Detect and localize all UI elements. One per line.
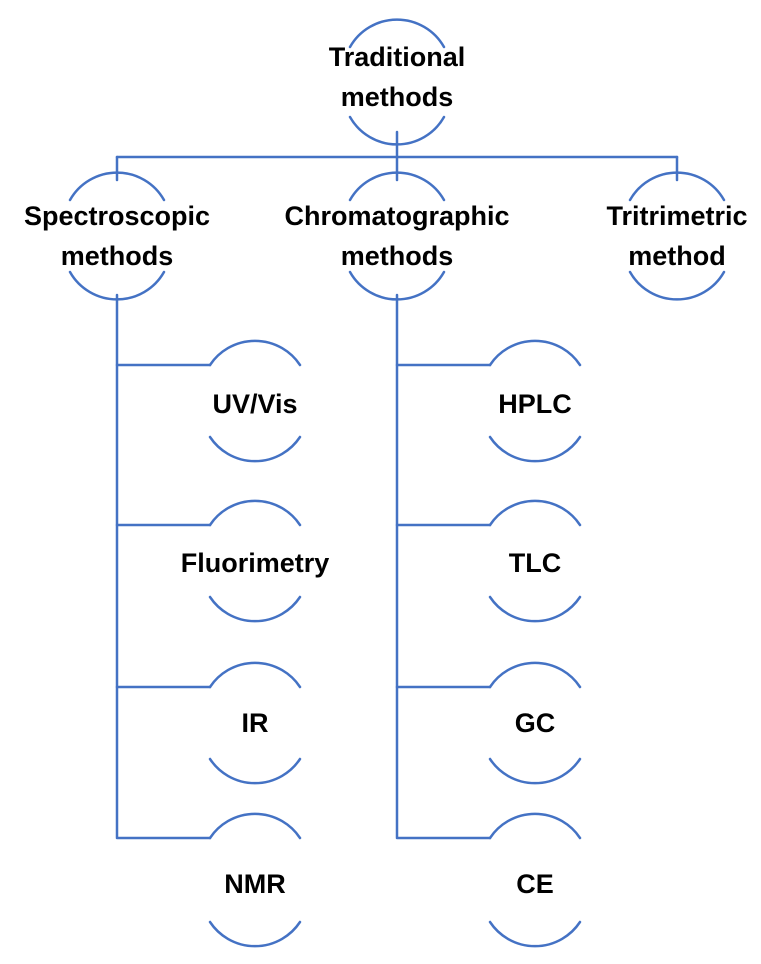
node-top-arc (348, 171, 446, 202)
node-nmr: NMR (208, 812, 302, 948)
node-label: IR (242, 708, 269, 738)
node-top-arc (208, 812, 302, 840)
node-label: methods (341, 82, 454, 112)
node-traditional-methods: Traditional methods (329, 18, 466, 146)
node-ce: CE (488, 812, 582, 948)
node-label: Traditional (329, 42, 466, 72)
node-bottom-arc (348, 270, 446, 301)
node-bottom-arc (488, 920, 582, 948)
node-bottom-arc (208, 757, 302, 785)
node-gc: GC (488, 661, 582, 785)
connectors (115, 130, 679, 840)
node-top-arc (208, 499, 302, 527)
spectroscopic-spine (115, 293, 212, 840)
node-titrimetric-method: Tritrimetric method (606, 171, 748, 301)
node-bottom-arc (208, 920, 302, 948)
node-bottom-arc (208, 595, 302, 623)
node-ir: IR (208, 661, 302, 785)
node-top-arc (488, 661, 582, 689)
node-uvvis: UV/Vis (208, 339, 302, 463)
node-label: NMR (224, 869, 286, 899)
node-label: CE (516, 869, 554, 899)
node-label: Spectroscopic (24, 201, 210, 231)
node-bottom-arc (628, 270, 726, 301)
node-label: GC (515, 708, 556, 738)
node-chromatographic-methods: Chromatographic methods (284, 171, 510, 301)
chromatographic-spine (395, 293, 492, 840)
node-label: TLC (509, 548, 561, 578)
node-label: method (628, 241, 726, 271)
node-top-arc (348, 18, 446, 49)
node-bottom-arc (208, 435, 302, 463)
node-label: methods (341, 241, 454, 271)
node-bottom-arc (488, 757, 582, 785)
node-label: Fluorimetry (181, 548, 330, 578)
node-label: UV/Vis (212, 389, 297, 419)
node-top-arc (68, 171, 166, 202)
node-tlc: TLC (488, 499, 582, 623)
node-top-arc (628, 171, 726, 202)
node-top-arc (488, 499, 582, 527)
node-bottom-arc (488, 595, 582, 623)
node-label: HPLC (498, 389, 572, 419)
node-top-arc (488, 812, 582, 840)
node-fluorimetry: Fluorimetry (181, 499, 330, 623)
node-top-arc (208, 339, 302, 367)
node-top-arc (208, 661, 302, 689)
node-bottom-arc (348, 115, 446, 146)
node-label: methods (61, 241, 174, 271)
node-bottom-arc (68, 270, 166, 301)
node-label: Tritrimetric (606, 201, 747, 231)
node-bottom-arc (488, 435, 582, 463)
node-spectroscopic-methods: Spectroscopic methods (24, 171, 210, 301)
node-top-arc (488, 339, 582, 367)
node-label: Chromatographic (284, 201, 509, 231)
node-hplc: HPLC (488, 339, 582, 463)
